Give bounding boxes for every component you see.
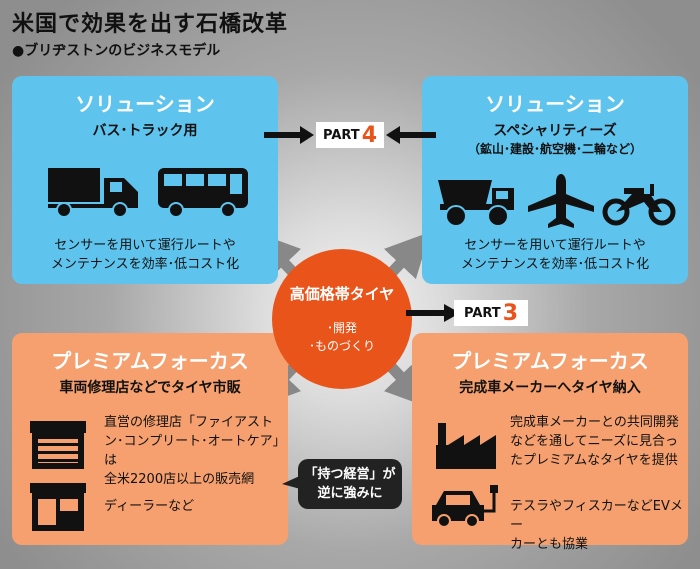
desc-line: メンテナンスを効率･低コスト化 bbox=[50, 257, 240, 272]
desc-line: センサーを用いて運行ルートや bbox=[54, 238, 236, 253]
box-description: センサーを用いて運行ルートや メンテナンスを効率･低コスト化 bbox=[422, 236, 688, 274]
hub-item: ･ものづくり bbox=[308, 339, 375, 353]
dealer-store-icon bbox=[30, 483, 86, 531]
part-text: PART bbox=[463, 305, 501, 321]
box-description: センサーを用いて運行ルートや メンテナンスを効率･低コスト化 bbox=[12, 236, 278, 274]
part4-arrows bbox=[264, 126, 436, 144]
page-subtitle: ●ブリヂストンのビジネスモデル bbox=[12, 43, 221, 59]
text-line: などを通してニーズに見合っ bbox=[510, 434, 678, 449]
page-title: 米国で効果を出す石橋改革 bbox=[12, 12, 289, 37]
text-line: カーとも協業 bbox=[510, 537, 589, 552]
factory-icon bbox=[436, 423, 496, 469]
ev-description: テスラやフィスカーなどEVメー カーとも協業 bbox=[510, 497, 688, 554]
text-line: たプレミアムなタイヤを提供 bbox=[510, 453, 678, 468]
oem-description: 完成車メーカーとの共同開発 などを通してニーズに見合っ たプレミアムなタイヤを提… bbox=[510, 413, 679, 470]
text-line: ン･コンプリート･オートケア」は bbox=[104, 434, 286, 468]
bubble-line: 逆に強みに bbox=[317, 486, 383, 501]
dealer-text: ディーラーなど bbox=[104, 499, 195, 514]
part4-label: PART 4 bbox=[316, 122, 384, 148]
box-heading: プレミアムフォーカス bbox=[51, 349, 249, 373]
part-number: 4 bbox=[361, 122, 377, 148]
premium-tire-hub: 高価格帯タイヤ ･開発 ･ものづくり bbox=[272, 249, 412, 389]
box-heading: プレミアムフォーカス bbox=[451, 349, 649, 373]
text-line: 完成車メーカーとの共同開発 bbox=[510, 415, 679, 430]
ev-car-icon bbox=[432, 485, 498, 528]
box-subheading: 車両修理店などでタイヤ市販 bbox=[59, 380, 241, 396]
dump-truck-icon bbox=[438, 180, 514, 227]
box-subheading-detail: （鉱山･建設･航空機･二輪など） bbox=[467, 142, 642, 156]
part-text: PART bbox=[322, 127, 360, 143]
premium-retail-box: プレミアムフォーカス 車両修理店などでタイヤ市販 直営の修理店「ファイアスト ン… bbox=[12, 333, 288, 545]
speech-bubble: 「持つ経営」が 逆に強みに bbox=[298, 459, 402, 509]
solution-bus-truck-box: ソリューション バス･トラック用 センサーを用いて運行ルートや メンテナンスを効… bbox=[12, 76, 278, 284]
repair-shop-icon bbox=[30, 421, 86, 469]
desc-line: センサーを用いて運行ルートや bbox=[464, 238, 646, 253]
box-heading: ソリューション bbox=[485, 92, 625, 116]
text-line: 直営の修理店「ファイアスト bbox=[104, 415, 274, 430]
desc-line: メンテナンスを効率･低コスト化 bbox=[460, 257, 650, 272]
part3-arrow bbox=[406, 304, 460, 322]
box-subheading: スペシャリティーズ bbox=[493, 123, 617, 139]
part-number: 3 bbox=[502, 300, 518, 326]
hub-item: ･開発 bbox=[326, 321, 357, 335]
airplane-icon bbox=[528, 174, 594, 228]
motorcycle-icon bbox=[602, 184, 676, 226]
truck-icon bbox=[48, 168, 138, 218]
text-line: 全米2200店以上の販売網 bbox=[104, 472, 255, 487]
bubble-line: 「持つ経営」が bbox=[304, 467, 396, 482]
bus-icon bbox=[158, 168, 248, 218]
hub-title: 高価格帯タイヤ bbox=[289, 285, 395, 303]
premium-oem-box: プレミアムフォーカス 完成車メーカーへタイヤ納入 完成車メーカーとの共同開発 な… bbox=[412, 333, 688, 552]
part3-label: PART 3 bbox=[454, 300, 528, 326]
box-subheading: 完成車メーカーへタイヤ納入 bbox=[459, 380, 641, 396]
solution-specialties-box: ソリューション スペシャリティーズ （鉱山･建設･航空機･二輪など） センサーを… bbox=[422, 76, 688, 284]
text-line: テスラやフィスカーなどEVメー bbox=[510, 499, 683, 533]
box-subheading: バス･トラック用 bbox=[92, 123, 198, 139]
box-heading: ソリューション bbox=[75, 92, 215, 116]
retail-description: 直営の修理店「ファイアスト ン･コンプリート･オートケア」は 全米2200店以上… bbox=[104, 413, 288, 489]
